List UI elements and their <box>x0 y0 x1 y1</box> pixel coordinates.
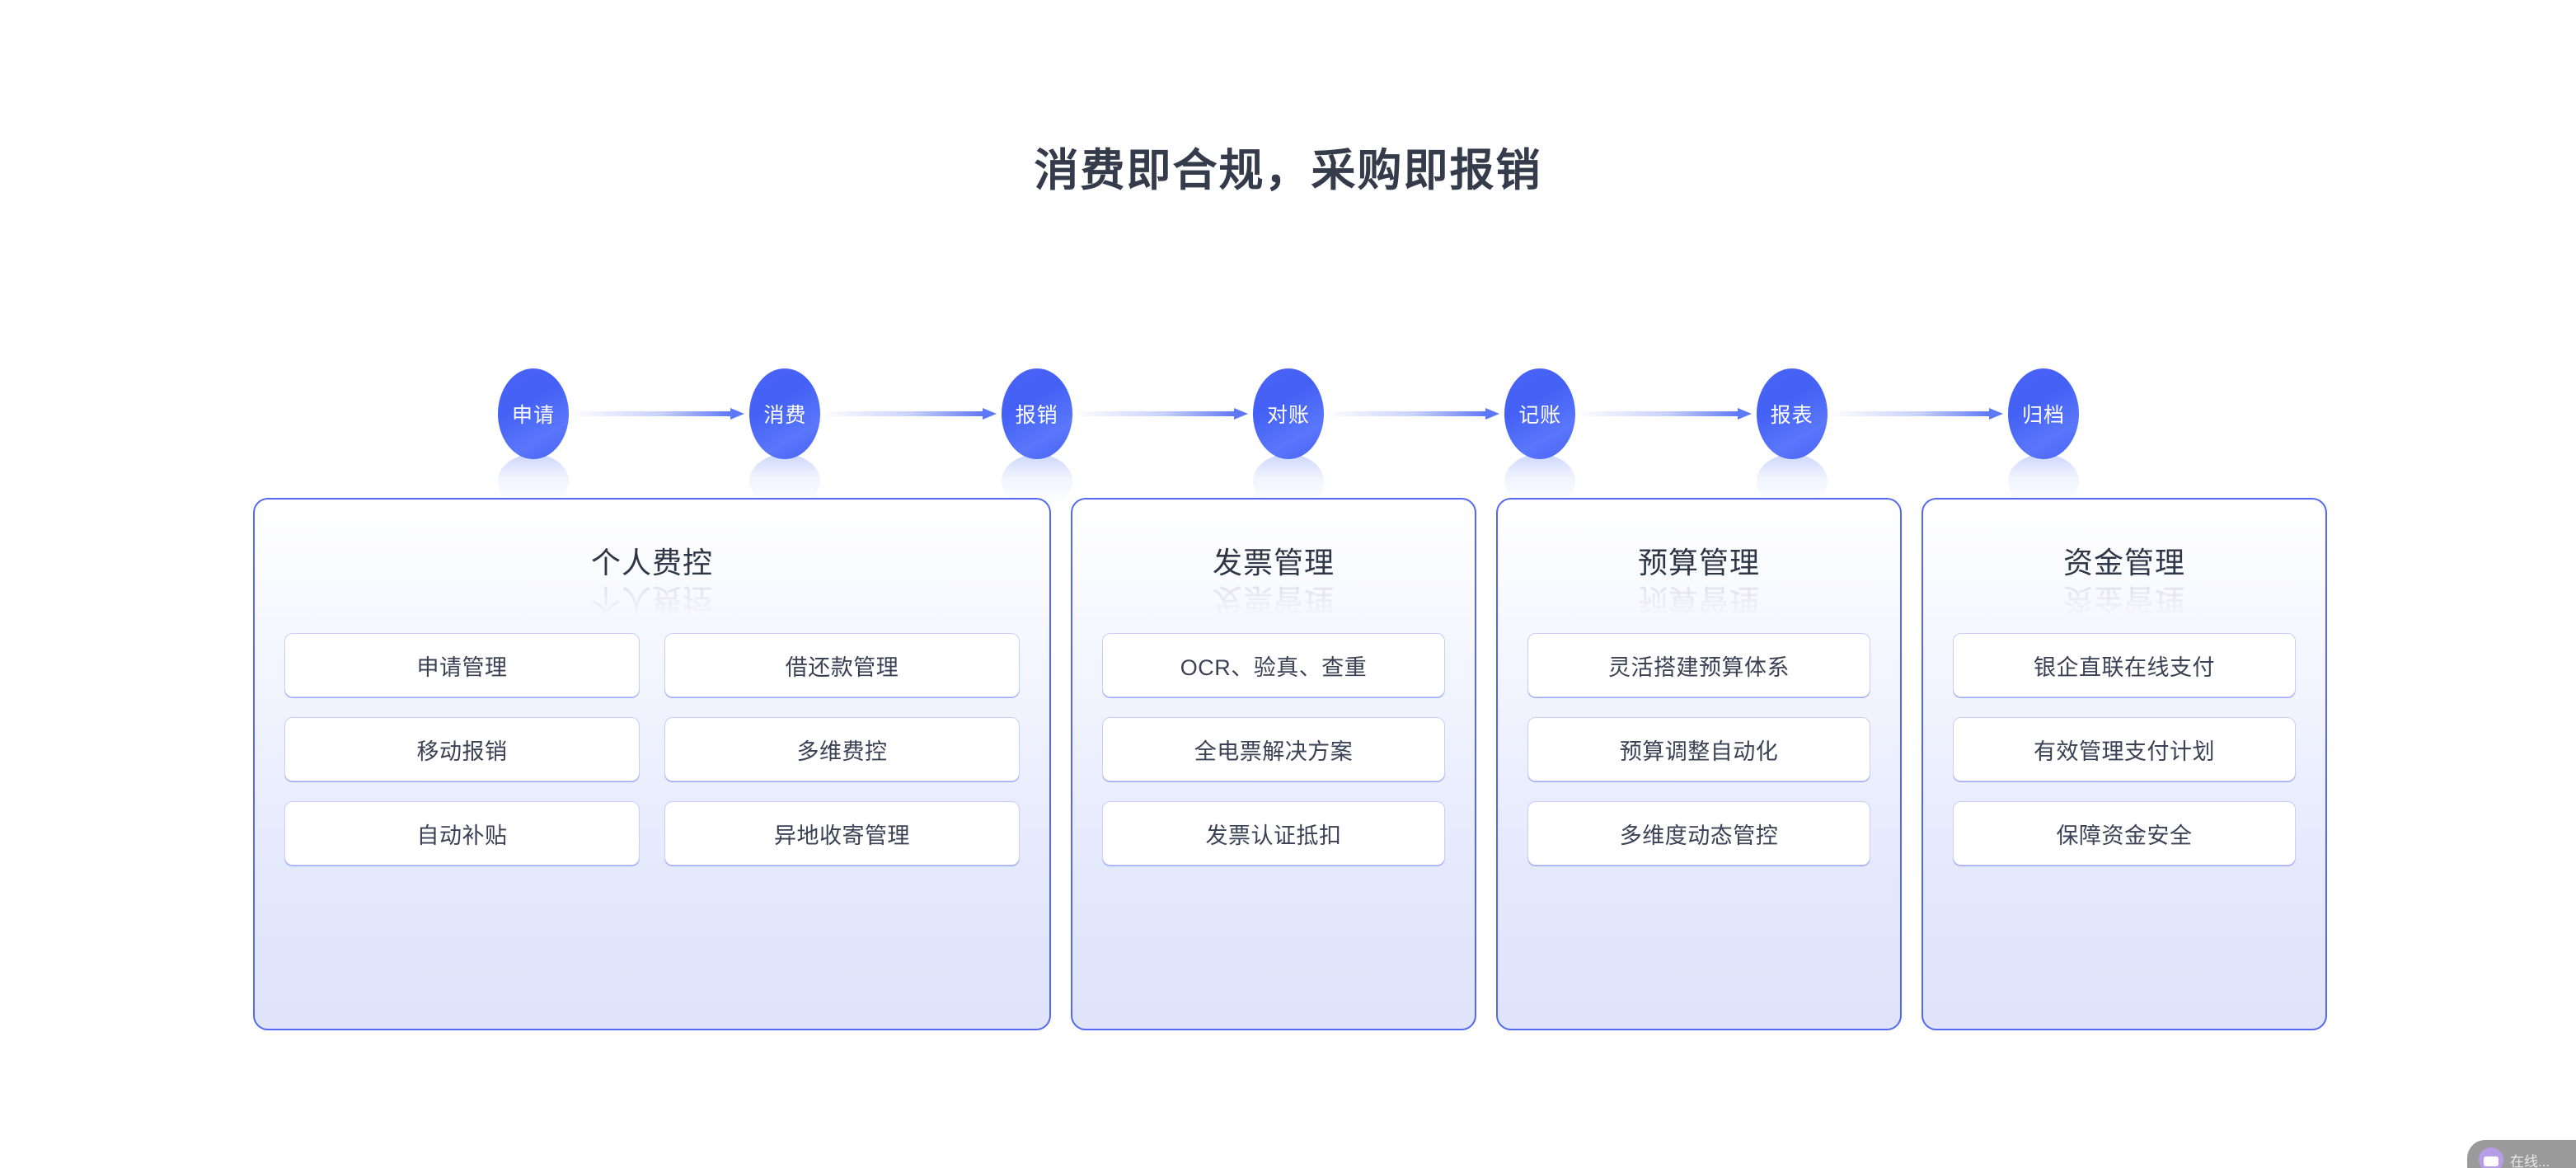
feature-tile[interactable]: 自动补贴 <box>284 801 640 865</box>
chat-widget[interactable]: 在线... <box>2467 1140 2576 1168</box>
arrow-shaft <box>1077 411 1235 416</box>
panel-title-wrap: 预算管理 预算管理 <box>1527 544 1870 623</box>
arrow-head <box>982 408 997 420</box>
feature-tile[interactable]: 有效管理支付计划 <box>1953 717 2296 781</box>
flow-arrow-2-icon <box>825 408 997 420</box>
feature-tile[interactable]: 银企直联在线支付 <box>1953 633 2296 697</box>
flow-step-5[interactable]: 记账 <box>1504 368 1576 509</box>
feature-tile[interactable]: 全电票解决方案 <box>1102 717 1445 781</box>
feature-tile[interactable]: 灵活搭建预算体系 <box>1527 633 1870 697</box>
flow-step-6[interactable]: 报表 <box>1756 368 1828 509</box>
panel-tile-grid: OCR、验真、查重 全电票解决方案 发票认证抵扣 <box>1102 633 1445 865</box>
panel-tile-grid: 银企直联在线支付 有效管理支付计划 保障资金安全 <box>1953 633 2296 865</box>
flow-step-circle: 对账 <box>1252 368 1324 459</box>
panel-title-reflection: 个人费控 <box>590 583 713 617</box>
panel-title-reflection: 发票管理 <box>1212 583 1335 617</box>
flow-arrow-6-icon <box>1832 408 2003 420</box>
arrow-head <box>1233 408 1248 420</box>
arrow-shaft <box>1328 411 1487 416</box>
flow-step-2[interactable]: 消费 <box>749 368 821 509</box>
arrow-shaft <box>1832 411 1990 416</box>
panel-title: 个人费控 <box>590 546 713 579</box>
flow-arrow-5-icon <box>1580 408 1752 420</box>
panel-title-wrap: 个人费控 个人费控 <box>284 544 1020 623</box>
feature-tile[interactable]: 借还款管理 <box>664 633 1020 697</box>
flow-step-7[interactable]: 归档 <box>2007 368 2079 509</box>
flow-step-circle: 报销 <box>1001 368 1072 459</box>
panel-title-wrap: 发票管理 发票管理 <box>1102 544 1445 623</box>
feature-tile[interactable]: 多维费控 <box>664 717 1020 781</box>
panel-tile-grid: 灵活搭建预算体系 预算调整自动化 多维度动态管控 <box>1527 633 1870 865</box>
capability-panels: 个人费控 个人费控 申请管理 借还款管理 移动报销 多维费控 自动补贴 异地收寄… <box>253 498 2327 1030</box>
arrow-head <box>1988 408 2003 420</box>
flow-arrow-4-icon <box>1328 408 1500 420</box>
feature-tile[interactable]: 预算调整自动化 <box>1527 717 1870 781</box>
arrow-shaft <box>574 411 732 416</box>
panel-tile-grid: 申请管理 借还款管理 移动报销 多维费控 自动补贴 异地收寄管理 <box>284 633 1020 865</box>
feature-tile[interactable]: OCR、验真、查重 <box>1102 633 1445 697</box>
panel-title-reflection: 资金管理 <box>2062 583 2185 617</box>
panel-title-reflection: 预算管理 <box>1637 583 1760 617</box>
panel-invoice-management: 发票管理 发票管理 OCR、验真、查重 全电票解决方案 发票认证抵扣 <box>1071 498 1476 1030</box>
feature-tile[interactable]: 申请管理 <box>284 633 640 697</box>
flow-step-circle: 记账 <box>1504 368 1576 459</box>
arrow-head <box>1485 408 1500 420</box>
flow-arrow-3-icon <box>1077 408 1248 420</box>
panel-title-wrap: 资金管理 资金管理 <box>1953 544 2296 623</box>
flow-step-circle: 归档 <box>2007 368 2079 459</box>
feature-tile[interactable]: 异地收寄管理 <box>664 801 1020 865</box>
feature-tile[interactable]: 多维度动态管控 <box>1527 801 1870 865</box>
feature-tile[interactable]: 发票认证抵扣 <box>1102 801 1445 865</box>
feature-tile[interactable]: 保障资金安全 <box>1953 801 2296 865</box>
panel-personal-expense: 个人费控 个人费控 申请管理 借还款管理 移动报销 多维费控 自动补贴 异地收寄… <box>253 498 1051 1030</box>
flow-step-3[interactable]: 报销 <box>1001 368 1072 509</box>
flow-step-circle: 申请 <box>498 368 569 459</box>
flow-step-circle: 报表 <box>1756 368 1828 459</box>
panel-budget-management: 预算管理 预算管理 灵活搭建预算体系 预算调整自动化 多维度动态管控 <box>1496 498 1902 1030</box>
arrow-shaft <box>1580 411 1738 416</box>
arrow-shaft <box>825 411 983 416</box>
flow-step-1[interactable]: 申请 <box>498 368 569 509</box>
panel-title: 发票管理 <box>1212 546 1335 579</box>
flow-arrow-1-icon <box>574 408 745 420</box>
page-title: 消费即合规，采购即报销 <box>1034 146 1542 195</box>
flow-step-circle: 消费 <box>749 368 821 459</box>
arrow-head <box>730 408 745 420</box>
chat-avatar-icon <box>2479 1147 2503 1168</box>
process-flow: 申请 消费 报销 对账 <box>498 340 2079 509</box>
panel-title: 预算管理 <box>1637 546 1760 579</box>
chat-widget-label: 在线... <box>2510 1153 2550 1168</box>
panel-title: 资金管理 <box>2062 546 2185 579</box>
flow-step-4[interactable]: 对账 <box>1252 368 1324 509</box>
arrow-head <box>1737 408 1752 420</box>
feature-tile[interactable]: 移动报销 <box>284 717 640 781</box>
panel-fund-management: 资金管理 资金管理 银企直联在线支付 有效管理支付计划 保障资金安全 <box>1921 498 2327 1030</box>
